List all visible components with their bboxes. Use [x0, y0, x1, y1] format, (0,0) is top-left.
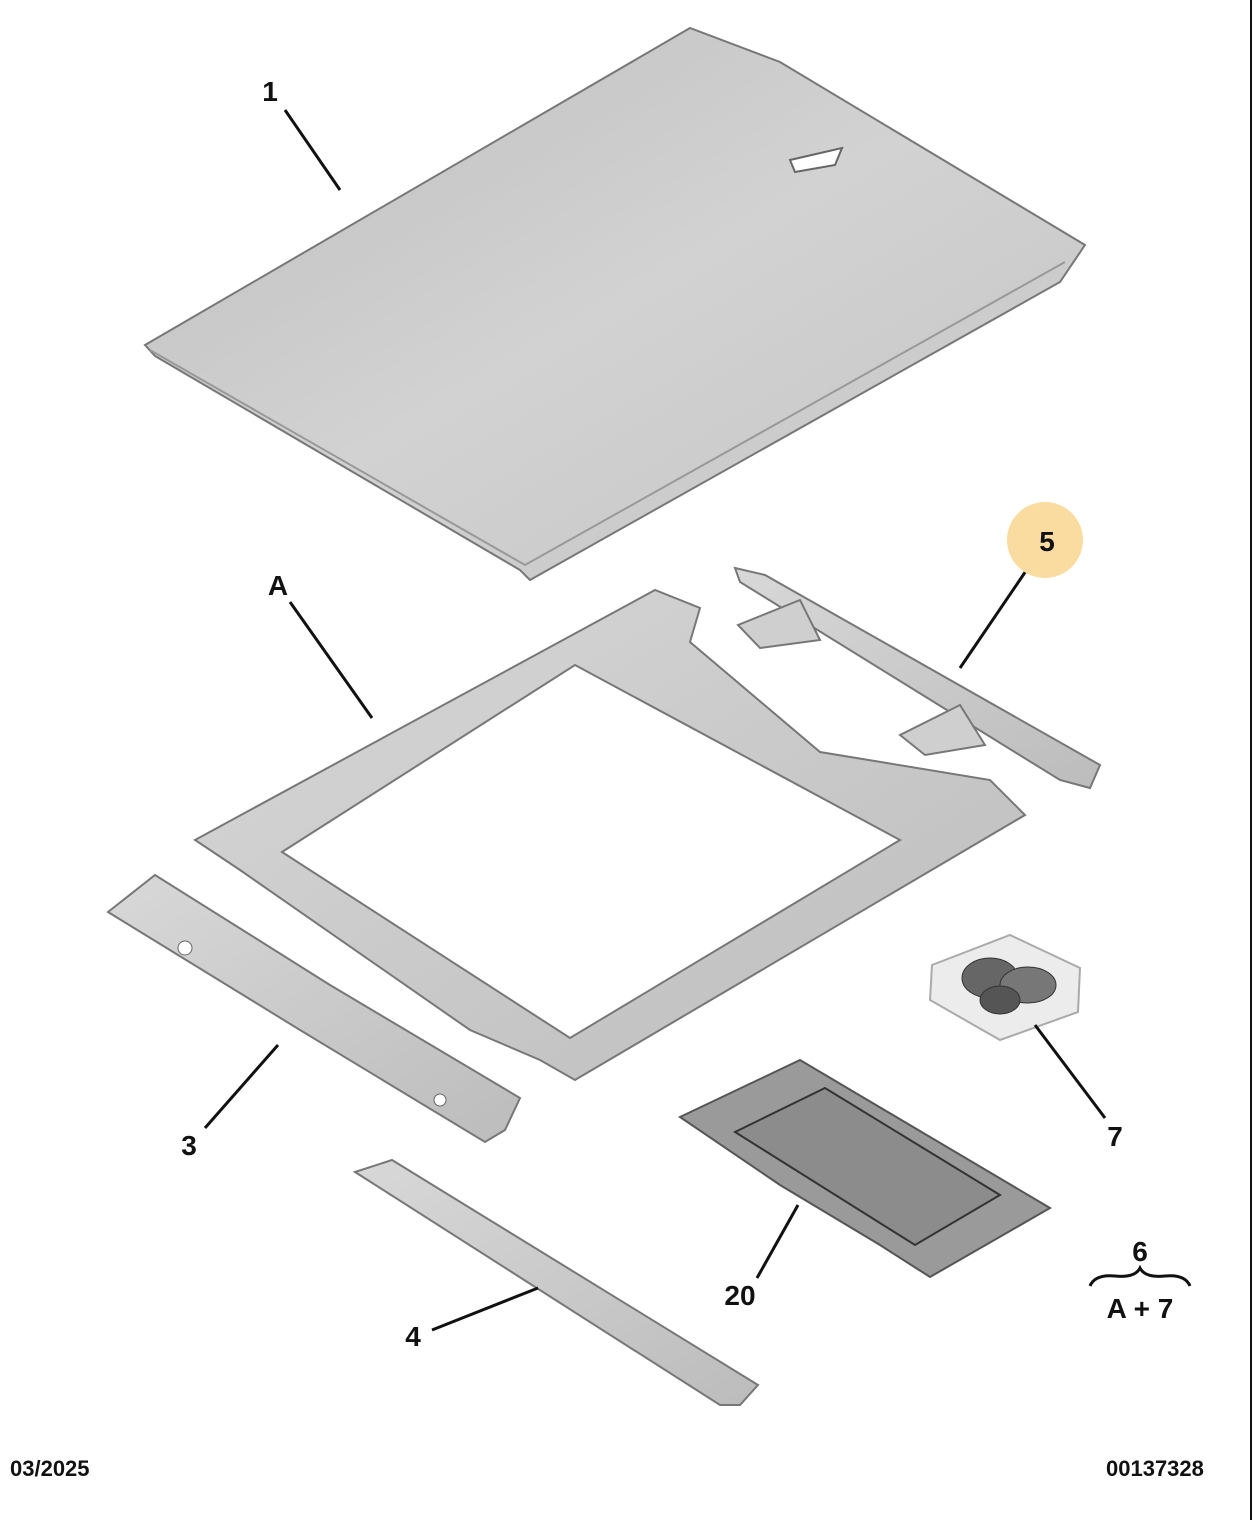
adhesive-kit-part-7[interactable]	[928, 933, 1082, 1042]
diagram-date: 03/2025	[10, 1456, 90, 1481]
insulation-panel-part-20[interactable]	[677, 1058, 1052, 1279]
callout-part-20[interactable]: 20	[724, 1280, 756, 1311]
roof-frame-part-A[interactable]	[193, 588, 1027, 1082]
callout-part-5[interactable]: 5	[1039, 526, 1055, 557]
callout-highlight	[1007, 502, 1083, 578]
callout-part-6[interactable]: 6	[1132, 1236, 1148, 1267]
callout-part-7[interactable]: 7	[1107, 1121, 1123, 1152]
reinforcement-bar-part-5[interactable]	[733, 566, 1102, 790]
callout-part-1[interactable]: 1	[262, 76, 278, 107]
roof-panel-part-1[interactable]	[143, 26, 1087, 582]
diagram-reference: 00137328	[1106, 1456, 1204, 1481]
rear-crossmember-part-4[interactable]	[352, 1158, 760, 1406]
callout-part-4[interactable]: 4	[405, 1321, 421, 1352]
part-6-composition: A + 7	[1106, 1293, 1174, 1324]
brace-icon	[1088, 1264, 1192, 1287]
callout-part-A[interactable]: A	[267, 570, 289, 601]
right-border	[1250, 0, 1252, 1520]
callout-part-3[interactable]: 3	[181, 1130, 197, 1161]
front-crossmember-part-3[interactable]	[106, 873, 522, 1144]
leader-lines	[203, 109, 1107, 1332]
